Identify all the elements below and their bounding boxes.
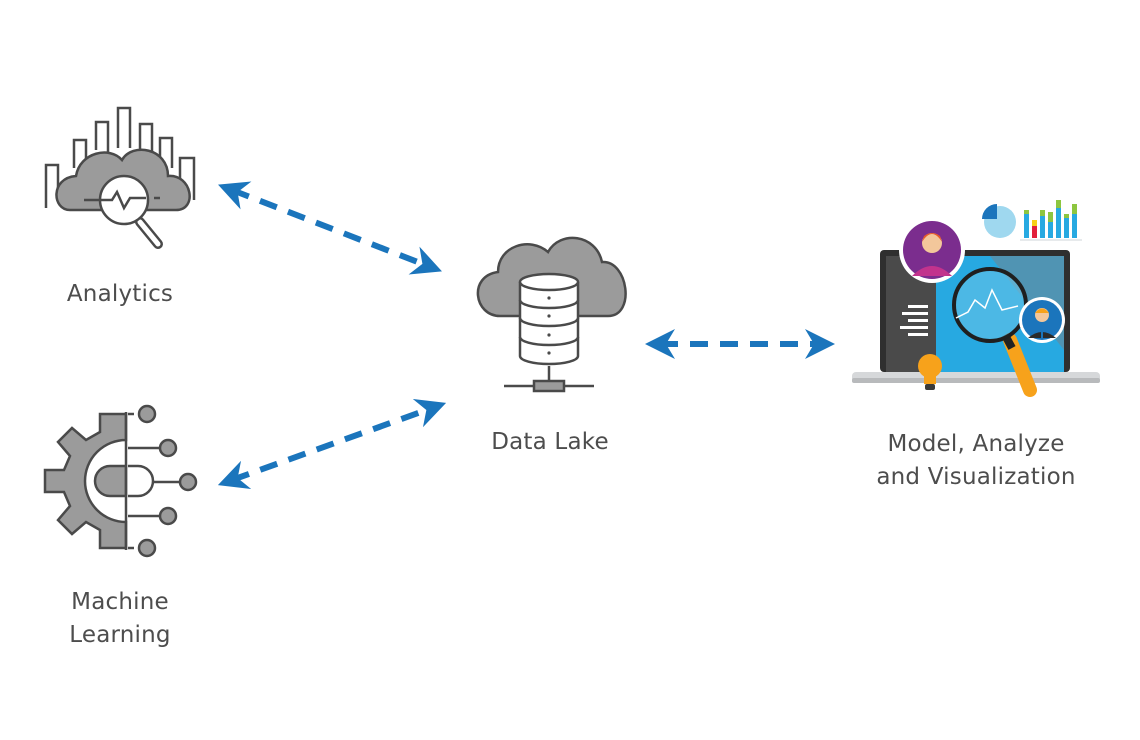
database-cylinder (518, 272, 580, 366)
bar-chart-icon (1020, 200, 1082, 241)
machine-learning-label-line2: Learning (69, 622, 171, 648)
visualization-label: Model, Analyze and Visualization (846, 428, 1106, 494)
neural-nodes (128, 404, 198, 558)
text-lines (900, 305, 928, 336)
machine-learning-label: Machine Learning (40, 586, 200, 652)
lightbulb-icon (918, 354, 942, 390)
pulse-line (84, 189, 146, 211)
avatar-man (1019, 297, 1065, 343)
machine-learning-label-line1: Machine (71, 589, 169, 615)
gear-half (43, 412, 128, 550)
visualization-label-line2: and Visualization (876, 464, 1076, 490)
data-lake-label: Data Lake (491, 429, 609, 455)
visualization-illustration (852, 200, 1100, 397)
arrow-analytics-datalake (218, 181, 442, 275)
analytics-icon (44, 106, 196, 249)
machine-learning-icon (43, 404, 198, 558)
network-connector (504, 366, 594, 393)
arrow-ml-datalake (217, 398, 447, 490)
analytics-label: Analytics (66, 281, 174, 307)
magnifying-glass (952, 267, 1037, 397)
data-lake-icon (476, 236, 627, 393)
pie-chart-icon (982, 204, 1016, 238)
avatar-woman (899, 217, 965, 283)
visualization-label-line1: Model, Analyze (887, 431, 1065, 457)
